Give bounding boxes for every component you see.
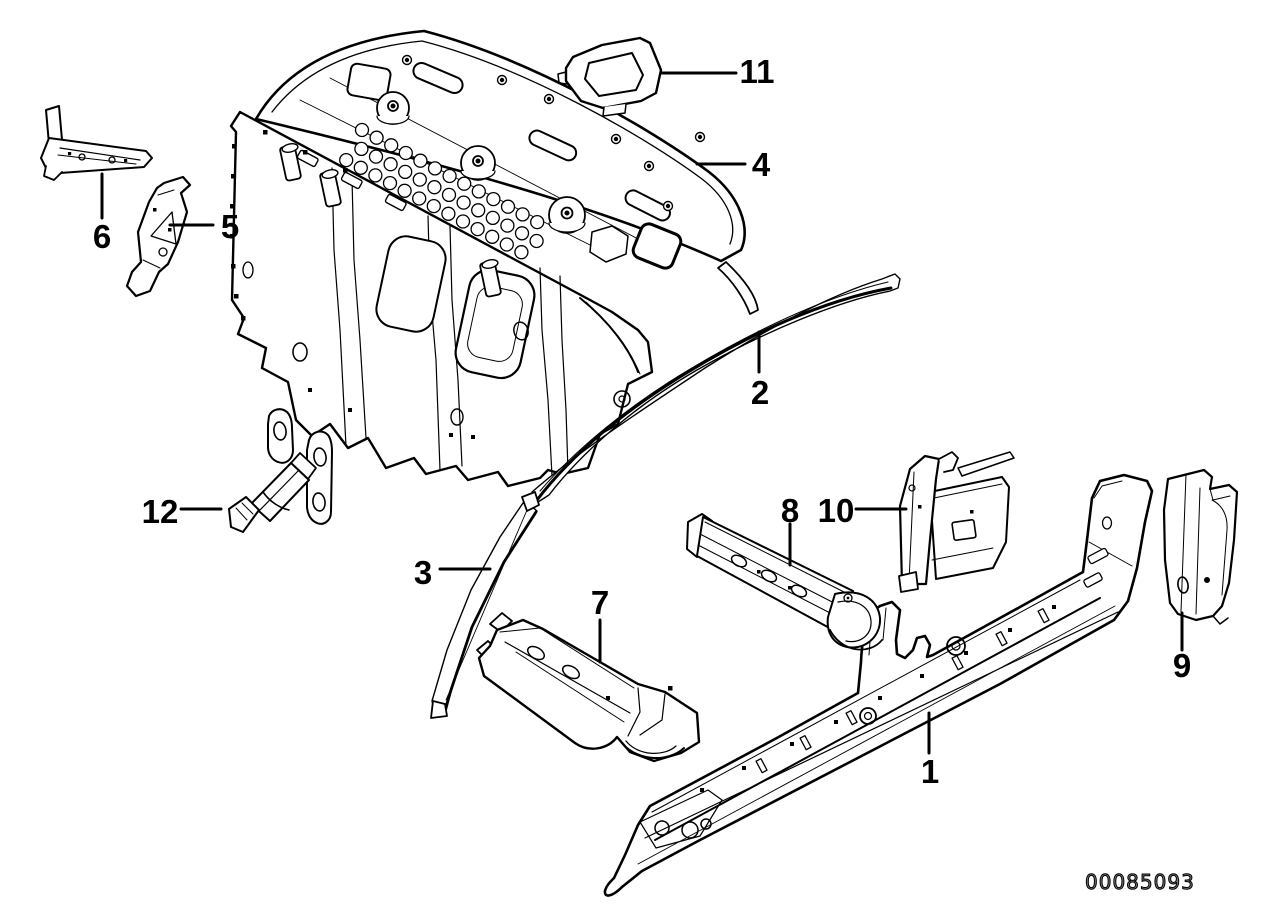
callout-label-6[interactable]: 6 [93, 218, 111, 255]
shelf-screw-bosses [401, 54, 706, 212]
part-8-crossmember [686, 513, 883, 651]
callout-label-9[interactable]: 9 [1173, 647, 1191, 684]
part-2-moulding-strip [531, 273, 901, 503]
part-5-support-bracket [125, 175, 192, 298]
part-11-frame-bracket [557, 36, 663, 117]
part-9-side-panel [1162, 468, 1239, 625]
part-6-bracket [40, 105, 153, 181]
callout-label-8[interactable]: 8 [781, 492, 799, 529]
partition-wall-panel [229, 110, 654, 488]
part-10-pillar-connector [898, 451, 1015, 593]
part-3-pillar-strip [430, 491, 540, 719]
callout-label-3[interactable]: 3 [414, 554, 432, 591]
callout-label-1[interactable]: 1 [921, 753, 939, 790]
part-4-rear-shelf-panel [254, 29, 759, 315]
callout-label-5[interactable]: 5 [221, 208, 239, 245]
callout-label-7[interactable]: 7 [591, 584, 609, 621]
callout-label-10[interactable]: 10 [818, 492, 855, 529]
partition-bolt-bosses [279, 143, 502, 298]
leader-lines [100, 71, 1184, 755]
shelf-mounting-domes [376, 91, 586, 234]
callout-label-2[interactable]: 2 [751, 374, 769, 411]
image-number-watermark: 00085093 [1085, 870, 1195, 894]
speaker-perforations [339, 122, 545, 260]
callout-label-4[interactable]: 4 [752, 146, 771, 183]
part-12-mounting-bracket [228, 408, 333, 533]
callout-label-11[interactable]: 11 [740, 53, 775, 90]
callout-label-12[interactable]: 12 [142, 493, 179, 530]
part-7-crossmember [476, 612, 701, 763]
